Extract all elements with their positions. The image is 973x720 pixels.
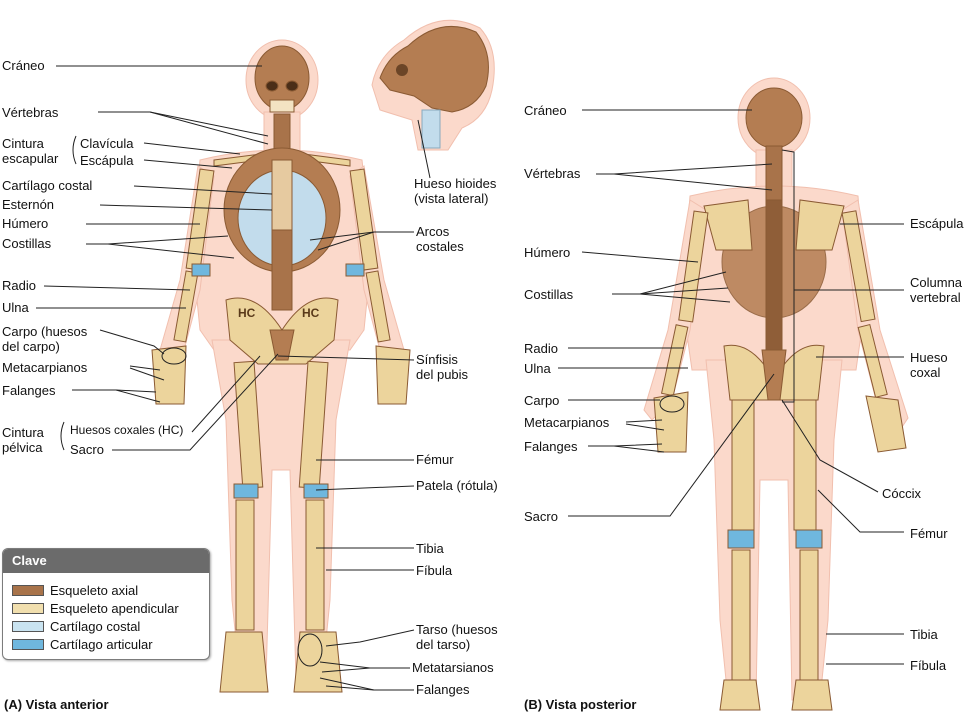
legend-title: Clave [3,549,209,573]
label-patela: Patela (rótula) [416,478,498,493]
label-hc-left: HC [238,306,256,320]
label-esternon: Esternón [2,197,55,212]
label-radio-anterior: Radio [2,278,36,293]
anterior-leader-lines [36,65,431,691]
label-fibula-posterior: Fíbula [910,658,947,673]
label-columna-vertebral: Columna vertebral [910,275,963,305]
label-vertebras-anterior: Vértebras [2,105,59,120]
label-arcos-costales: Arcos costales [416,224,464,254]
label-clavicula: Clavícula [80,136,134,151]
label-costillas-anterior: Costillas [2,236,52,251]
label-escapula-anterior: Escápula [80,153,134,168]
swatch-apendicular [12,603,44,615]
label-hueso-coxal: Hueso coxal [910,350,948,380]
label-tibia-anterior: Tibia [416,541,444,556]
anterior-skeleton [151,45,411,693]
label-ulna-anterior: Ulna [2,300,29,315]
label-sinfisis-pubis: Sínfisis del pubis [416,352,469,382]
legend-item-cartilago-costal: Cartílago costal [12,619,140,634]
label-metacarpianos-posterior: Metacarpianos [524,415,610,430]
label-sacro-anterior: Sacro [70,442,104,457]
lateral-head-inset [371,19,495,151]
swatch-cartilago-costal [12,621,44,633]
label-falanges-pie: Falanges [416,682,470,697]
label-carpo-anterior: Carpo (huesos del carpo) [2,324,88,354]
label-femur-posterior: Fémur [910,526,948,541]
label-hueso-hioides: Hueso hioides (vista lateral) [414,176,497,206]
posterior-skeleton [653,87,907,711]
label-cintura-escapular: Cintura escapular [2,136,59,166]
label-craneo-anterior: Cráneo [2,58,45,73]
label-tibia-posterior: Tibia [910,627,938,642]
label-cintura-pelvica: Cintura pélvica [2,425,44,455]
label-ulna-posterior: Ulna [524,361,551,376]
label-falanges-posterior: Falanges [524,439,578,454]
caption-vista-anterior: (A) Vista anterior [4,697,109,712]
legend-item-axial: Esqueleto axial [12,583,138,598]
label-humero-anterior: Húmero [2,216,49,231]
label-metatarsianos: Metatarsianos [412,660,494,675]
caption-vista-posterior: (B) Vista posterior [524,697,637,712]
label-hc-right: HC [302,306,320,320]
label-coccix: Cóccix [882,486,922,501]
label-costillas-posterior: Costillas [524,287,574,302]
label-cartilago-costal: Cartílago costal [2,178,93,193]
label-tarso: Tarso (huesos del tarso) [416,622,498,652]
label-sacro-posterior: Sacro [524,509,558,524]
label-vertebras-posterior: Vértebras [524,166,581,181]
label-fibula-anterior: Fíbula [416,563,453,578]
label-carpo-posterior: Carpo [524,393,560,408]
posterior-leader-lines [558,109,904,665]
label-metacarpianos-anterior: Metacarpianos [2,360,88,375]
label-craneo-posterior: Cráneo [524,103,567,118]
swatch-axial [12,585,44,597]
label-escapula-posterior: Escápula [910,216,964,231]
label-falanges-mano-anterior: Falanges [2,383,56,398]
legend-key: Clave Esqueleto axial Esqueleto apendicu… [2,548,210,660]
swatch-cartilago-articular [12,639,44,651]
label-femur-anterior: Fémur [416,452,454,467]
legend-item-cartilago-articular: Cartílago articular [12,637,153,652]
legend-item-apendicular: Esqueleto apendicular [12,601,179,616]
label-radio-posterior: Radio [524,341,558,356]
label-huesos-coxales: Huesos coxales (HC) [70,423,184,437]
label-humero-posterior: Húmero [524,245,571,260]
